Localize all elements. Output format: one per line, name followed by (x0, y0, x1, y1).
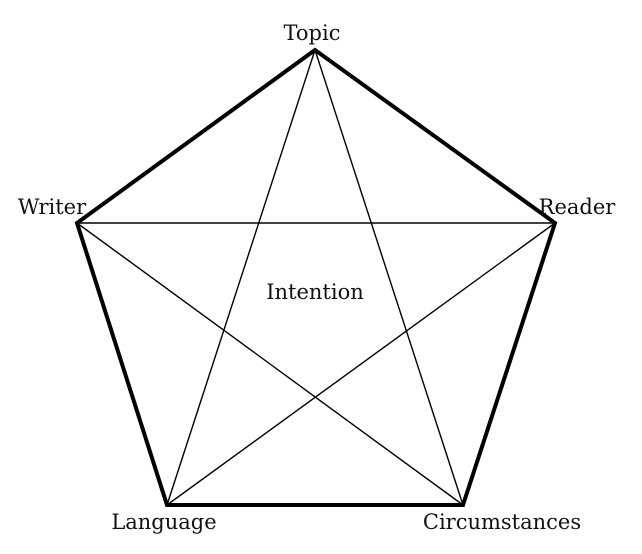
star-connections (76, 49, 556, 506)
node-label-writer: Writer (18, 195, 87, 219)
node-label-circumstances: Circumstances (423, 510, 581, 534)
connection-topic-circumstances (314, 49, 464, 506)
connection-reader-language (166, 222, 556, 506)
node-label-reader: Reader (539, 195, 617, 219)
node-label-language: Language (111, 510, 216, 534)
connection-writer-circumstances (76, 222, 464, 506)
node-label-topic: Topic (284, 21, 341, 45)
pentagon-outline (74, 47, 558, 507)
center-label-intention: Intention (266, 280, 364, 304)
connection-topic-language (166, 49, 316, 506)
